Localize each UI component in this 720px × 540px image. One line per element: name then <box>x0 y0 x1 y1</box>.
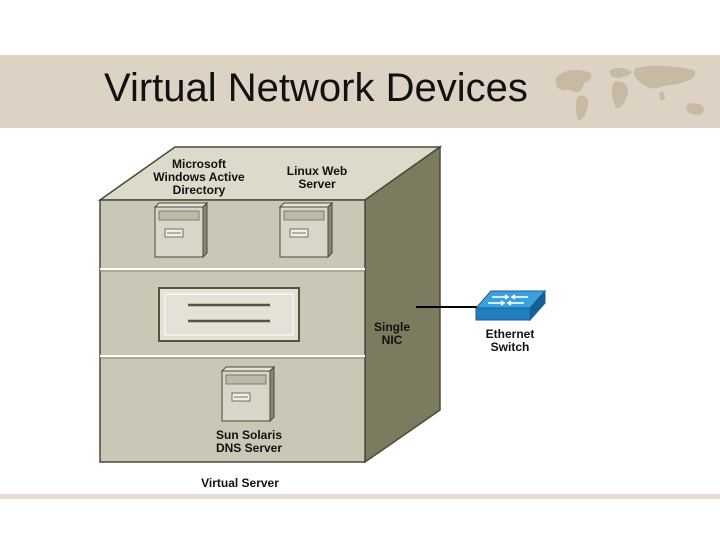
virtual-server-label: Virtual Server <box>201 476 279 490</box>
server-label-linux-web: Linux Web Server <box>286 164 348 191</box>
server-icon <box>220 365 276 423</box>
bottom-rule <box>0 494 720 499</box>
cabinet-side <box>364 145 441 464</box>
switch-label: Ethernet Switch <box>485 327 535 354</box>
title-band <box>0 55 720 128</box>
nic-label: Single NIC <box>373 320 410 347</box>
drawer-panel <box>158 287 300 342</box>
ethernet-switch-icon <box>474 289 547 322</box>
server-icon <box>153 201 209 259</box>
slide-title: Virtual Network Devices <box>104 66 528 110</box>
world-map-graphic <box>555 65 704 121</box>
server-label-solaris-dns: Sun Solaris DNS Server <box>215 428 283 455</box>
server-label-windows-ad: Microsoft Windows Active Directory <box>153 157 245 197</box>
server-icon <box>278 201 334 259</box>
